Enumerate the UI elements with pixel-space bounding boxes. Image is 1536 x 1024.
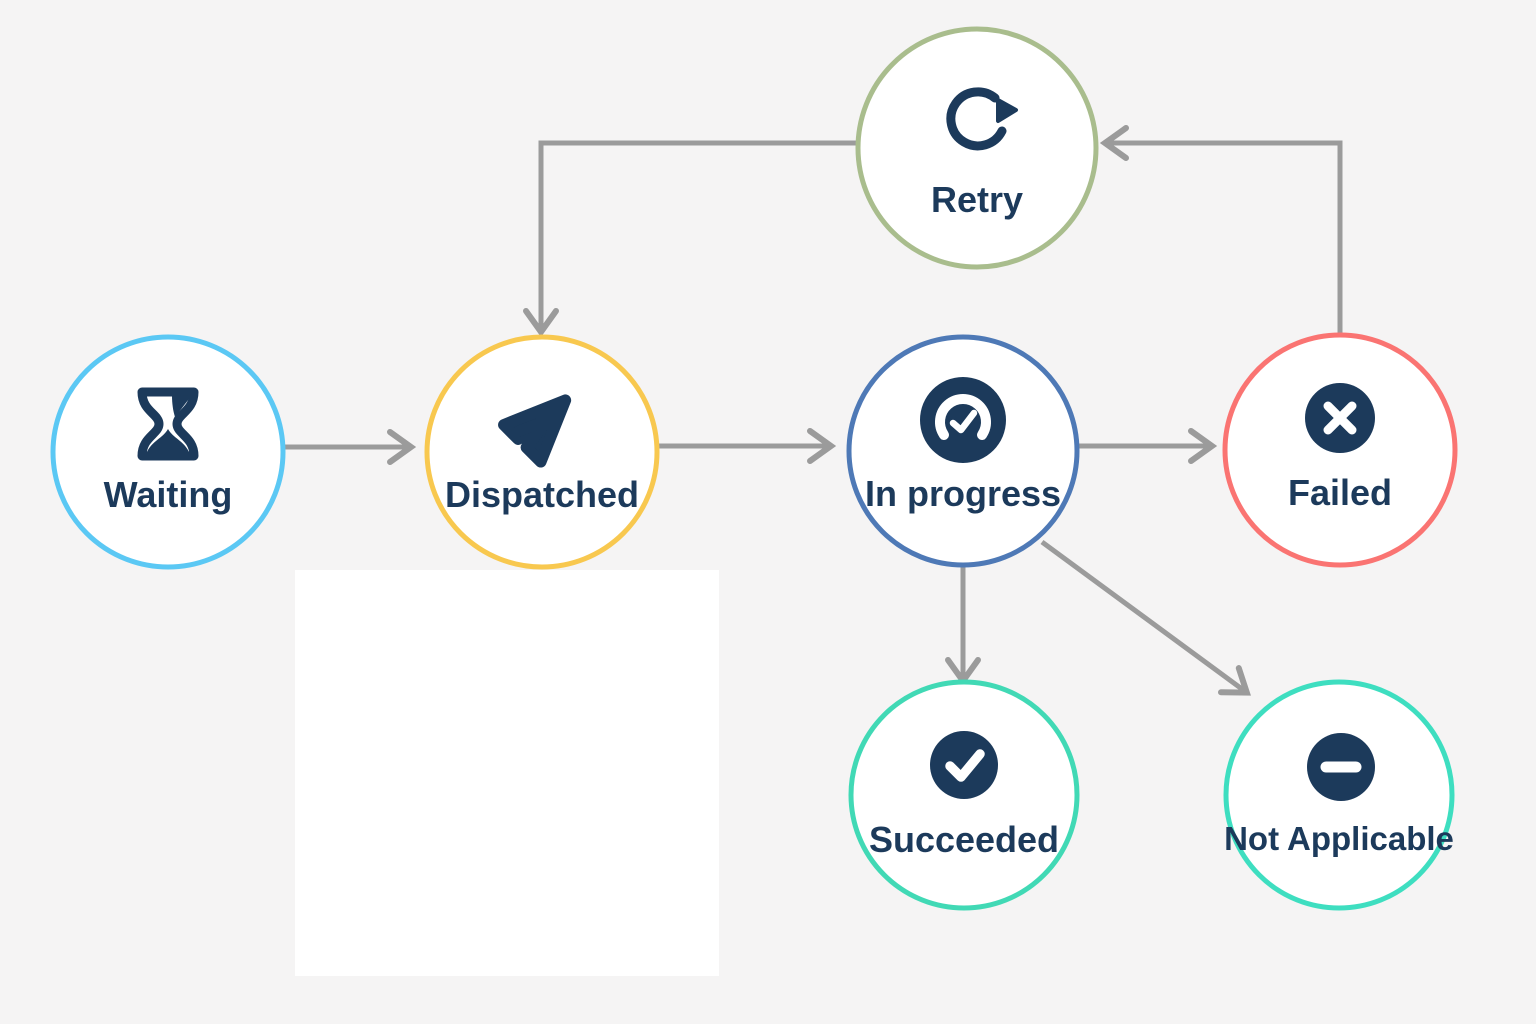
node-failed-label: Failed (1288, 472, 1392, 513)
node-retry: Retry (855, 26, 1099, 270)
edge-in-progress-to-not-applicable (1040, 539, 1251, 696)
send-icon (498, 394, 572, 468)
gauge-icon (920, 377, 1006, 463)
minus-circle-icon (1307, 733, 1375, 801)
node-in-progress-label: In progress (865, 473, 1061, 514)
edges-layer (285, 125, 1343, 696)
node-succeeded: Succeeded (848, 679, 1080, 911)
check-circle-icon (930, 731, 998, 799)
background-white-patch (295, 570, 719, 976)
node-failed: Failed (1222, 332, 1458, 568)
node-not-applicable-label: Not Applicable (1224, 820, 1454, 857)
node-in-progress: In progress (846, 334, 1080, 568)
node-succeeded-label: Succeeded (869, 819, 1059, 860)
node-not-applicable: Not Applicable (1223, 679, 1455, 911)
node-waiting: Waiting (50, 334, 286, 570)
node-waiting-label: Waiting (104, 474, 233, 515)
node-dispatched: Dispatched (424, 334, 660, 570)
node-dispatched-label: Dispatched (445, 474, 639, 515)
refresh-icon (946, 87, 1018, 151)
node-retry-label: Retry (931, 179, 1023, 220)
x-circle-icon (1305, 383, 1375, 453)
edge-retry-to-dispatched (523, 140, 858, 338)
hourglass-icon (137, 387, 199, 461)
edge-failed-to-retry (1099, 125, 1343, 335)
